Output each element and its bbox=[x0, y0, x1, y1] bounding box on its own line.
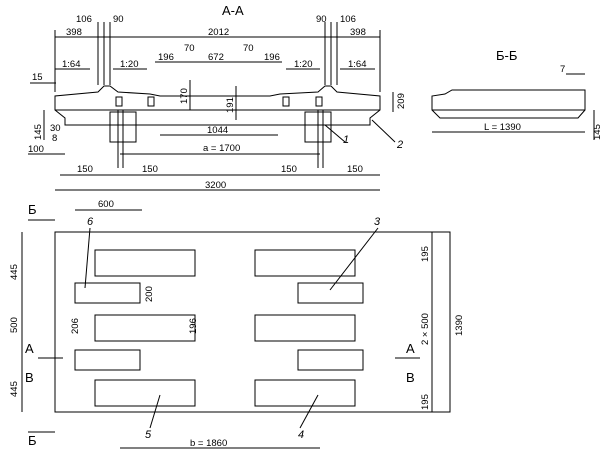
dim-1390: 1390 bbox=[454, 315, 465, 336]
dim-b: b = 1860 bbox=[190, 438, 227, 449]
section-mark-b-top: Б bbox=[28, 202, 37, 217]
dim-398-right: 398 bbox=[350, 27, 366, 38]
dim-150-3: 150 bbox=[281, 164, 297, 175]
callout-3: 3 bbox=[374, 216, 381, 228]
dim-195-top: 195 bbox=[420, 246, 431, 262]
callout-5: 5 bbox=[145, 429, 152, 441]
slope-right-inner: 1:20 bbox=[294, 59, 313, 70]
dim-445-bottom: 445 bbox=[9, 381, 20, 397]
dim-100: 100 bbox=[28, 144, 44, 155]
section-mark-b-left: В bbox=[25, 370, 34, 385]
dim-195-bottom: 195 bbox=[420, 394, 431, 410]
slope-left-inner: 1:20 bbox=[120, 59, 139, 70]
rail-pad-right-1 bbox=[254, 249, 356, 277]
rail-pad-left-2 bbox=[94, 314, 196, 342]
dim-170: 170 bbox=[179, 88, 190, 104]
dim-2012: 2012 bbox=[208, 27, 229, 38]
section-mark-a-right: А bbox=[406, 341, 415, 356]
callout-leader bbox=[371, 119, 396, 143]
rail-pad-left-1 bbox=[94, 249, 196, 277]
callout-6: 6 bbox=[87, 216, 94, 228]
dim-106-left: 106 bbox=[76, 14, 92, 25]
dim-150-4: 150 bbox=[347, 164, 363, 175]
callout-2: 2 bbox=[396, 139, 403, 151]
dim-196: 196 bbox=[188, 318, 199, 334]
dim-30: 30 bbox=[50, 123, 61, 134]
plate-right-2 bbox=[297, 349, 364, 371]
dim-145-bb: 145 bbox=[592, 124, 603, 140]
callout-leader bbox=[329, 227, 379, 291]
section-bb-title: Б-Б bbox=[496, 48, 517, 63]
dim-196-left: 196 bbox=[158, 52, 174, 63]
section-mark-b-bottom: Б bbox=[28, 433, 37, 448]
bb-profile bbox=[431, 89, 586, 119]
plan-outline bbox=[54, 231, 451, 413]
dim-672: 672 bbox=[208, 52, 224, 63]
slope-right-outer: 1:64 bbox=[348, 59, 367, 70]
dim-191: 191 bbox=[225, 97, 236, 113]
dim-90-left: 90 bbox=[113, 14, 124, 25]
dim-70-right: 70 bbox=[243, 43, 254, 54]
slope-left-outer: 1:64 bbox=[62, 59, 81, 70]
fastening-left bbox=[115, 96, 155, 107]
dim-398-left: 398 bbox=[66, 27, 82, 38]
dim-206: 206 bbox=[70, 318, 81, 334]
dim-150-1: 150 bbox=[77, 164, 93, 175]
dim-500: 500 bbox=[9, 317, 20, 333]
section-mark-b-right: В bbox=[406, 370, 415, 385]
dim-7: 7 bbox=[560, 64, 565, 75]
dim-8: 8 bbox=[52, 133, 57, 144]
dim-145: 145 bbox=[33, 124, 44, 140]
plate-left-2 bbox=[74, 349, 141, 371]
callout-1: 1 bbox=[343, 134, 349, 146]
dim-90-right: 90 bbox=[316, 14, 327, 25]
dim-3200: 3200 bbox=[205, 180, 226, 191]
dim-15: 15 bbox=[32, 72, 43, 83]
dim-200: 200 bbox=[144, 286, 155, 302]
rail-pad-right-2 bbox=[254, 314, 356, 342]
callout-leader bbox=[149, 394, 161, 429]
dim-106-right: 106 bbox=[340, 14, 356, 25]
rail-pad-left-3 bbox=[94, 379, 196, 407]
dim-196-right: 196 bbox=[264, 52, 280, 63]
fastening-right bbox=[282, 96, 323, 107]
plate-right-1 bbox=[297, 282, 364, 304]
section-aa-title: А-А bbox=[222, 3, 244, 18]
plate-left-1 bbox=[74, 282, 141, 304]
dim-209: 209 bbox=[396, 93, 407, 109]
dim-600: 600 bbox=[98, 199, 114, 210]
callout-4: 4 bbox=[298, 429, 304, 441]
plan-view: Б Б А В А В 600 445 500 445 200 206 196 … bbox=[9, 199, 465, 449]
dim-a: a = 1700 bbox=[203, 143, 240, 154]
dim-70-left: 70 bbox=[184, 43, 195, 54]
callout-leader bbox=[299, 394, 319, 429]
dim-L: L = 1390 bbox=[484, 122, 521, 133]
dim-150-2: 150 bbox=[142, 164, 158, 175]
section-bb: Б-Б 7 L = 1390 145 bbox=[431, 48, 603, 140]
section-mark-a-left: А bbox=[25, 341, 34, 356]
callout-leader bbox=[324, 124, 346, 143]
dim-2x500: 2 × 500 bbox=[420, 313, 431, 345]
dim-445-top: 445 bbox=[9, 264, 20, 280]
slab-profile bbox=[54, 85, 381, 126]
rail-pad-right-3 bbox=[254, 379, 356, 407]
dim-1044: 1044 bbox=[207, 125, 228, 136]
callout-leader bbox=[84, 227, 91, 289]
section-aa: А-А 106 90 90 106 398 2012 398 1:64 1:20… bbox=[28, 3, 407, 191]
